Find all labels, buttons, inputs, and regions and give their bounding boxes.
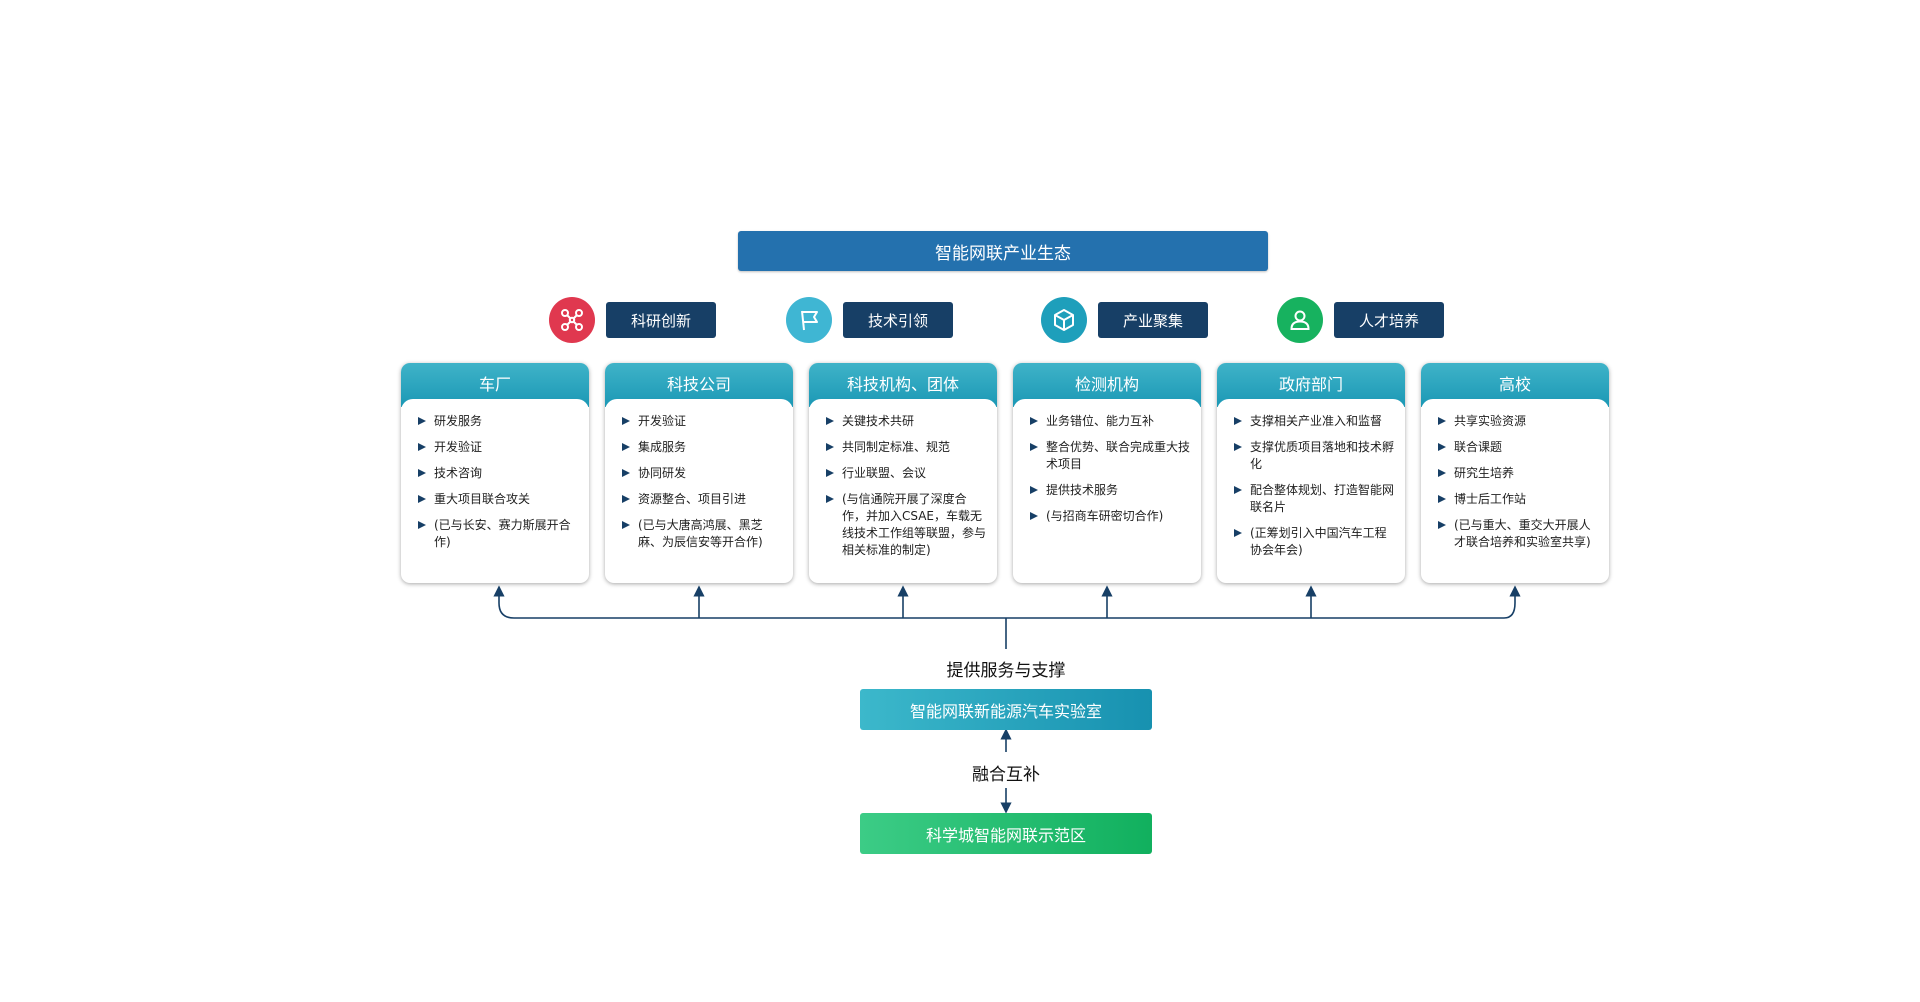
list-item: 技术咨询 <box>418 465 579 482</box>
list-item: (与招商车研密切合作) <box>1030 508 1191 525</box>
list-item: 集成服务 <box>622 439 783 456</box>
network-nodes-icon <box>549 297 595 343</box>
list-item: 业务错位、能力互补 <box>1030 413 1191 430</box>
list-item: 开发验证 <box>418 439 579 456</box>
card-research-institutions: 科技机构、团体 关键技术共研 共同制定标准、规范 行业联盟、会议 (与信通院开展… <box>809 363 997 583</box>
card-title: 车厂 <box>401 363 589 415</box>
card-title: 检测机构 <box>1013 363 1201 415</box>
list-item: (已与重大、重交大开展人才联合培养和实验室共享) <box>1438 517 1599 551</box>
list-item: 共同制定标准、规范 <box>826 439 987 456</box>
pillar-label-technology: 技术引领 <box>843 302 953 338</box>
card-testing-agencies: 检测机构 业务错位、能力互补 整合优势、联合完成重大技术项目 提供技术服务 (与… <box>1013 363 1201 583</box>
list-item: 开发验证 <box>622 413 783 430</box>
list-item: 研发服务 <box>418 413 579 430</box>
support-bracket <box>493 585 1521 814</box>
list-item: (与信通院开展了深度合作，并加入CSAE，车载无线技术工作组等联盟，参与相关标准… <box>826 491 987 559</box>
support-caption: 提供服务与支撑 <box>946 661 1066 681</box>
list-item: 整合优势、联合完成重大技术项目 <box>1030 439 1191 473</box>
pillar-label-talent: 人才培养 <box>1334 302 1444 338</box>
card-universities: 高校 共享实验资源 联合课题 研究生培养 博士后工作站 (已与重大、重交大开展人… <box>1421 363 1609 583</box>
card-title: 科技机构、团体 <box>809 363 997 415</box>
list-item: 博士后工作站 <box>1438 491 1599 508</box>
card-title: 高校 <box>1421 363 1609 415</box>
fusion-caption: 融合互补 <box>972 765 1040 785</box>
demo-zone-box: 科学城智能网联示范区 <box>860 813 1152 854</box>
pillar-label-research: 科研创新 <box>606 302 716 338</box>
cube-icon <box>1041 297 1087 343</box>
arrow-to-card-car-makers <box>493 585 515 619</box>
pillar-label-industry: 产业聚集 <box>1098 302 1208 338</box>
card-tech-companies: 科技公司 开发验证 集成服务 协同研发 资源整合、项目引进 (已与大唐高鸿展、黑… <box>605 363 793 583</box>
list-item: 支撑优质项目落地和技术孵化 <box>1234 439 1395 473</box>
flag-icon <box>786 297 832 343</box>
lab-box: 智能网联新能源汽车实验室 <box>860 689 1152 730</box>
list-item: (正筹划引入中国汽车工程协会年会) <box>1234 525 1395 559</box>
card-title: 科技公司 <box>605 363 793 415</box>
list-item: 提供技术服务 <box>1030 482 1191 499</box>
list-item: 支撑相关产业准入和监督 <box>1234 413 1395 430</box>
list-item: 行业联盟、会议 <box>826 465 987 482</box>
list-item: 重大项目联合攻关 <box>418 491 579 508</box>
list-item: 关键技术共研 <box>826 413 987 430</box>
list-item: (已与大唐高鸿展、黑芝麻、为辰信安等开合作) <box>622 517 783 551</box>
list-item: 共享实验资源 <box>1438 413 1599 430</box>
list-item: 协同研发 <box>622 465 783 482</box>
list-item: 联合课题 <box>1438 439 1599 456</box>
list-item: 研究生培养 <box>1438 465 1599 482</box>
list-item: 配合整体规划、打造智能网联名片 <box>1234 482 1395 516</box>
person-icon <box>1277 297 1323 343</box>
arrow-to-card-universities <box>1503 585 1521 619</box>
card-car-makers: 车厂 研发服务 开发验证 技术咨询 重大项目联合攻关 (已与长安、赛力斯展开合作… <box>401 363 589 583</box>
list-item: 资源整合、项目引进 <box>622 491 783 508</box>
card-government: 政府部门 支撑相关产业准入和监督 支撑优质项目落地和技术孵化 配合整体规划、打造… <box>1217 363 1405 583</box>
list-item: (已与长安、赛力斯展开合作) <box>418 517 579 551</box>
ecosystem-title: 智能网联产业生态 <box>738 231 1268 271</box>
card-title: 政府部门 <box>1217 363 1405 415</box>
